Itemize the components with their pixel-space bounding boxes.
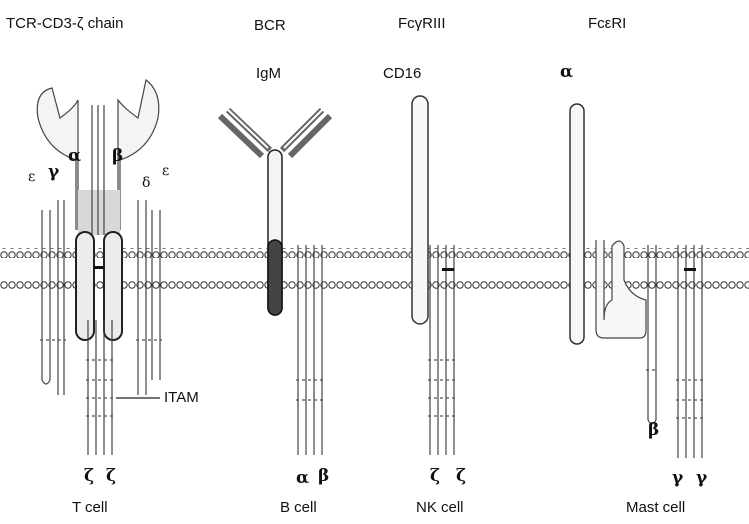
header-bcr: BCR [254, 18, 286, 33]
label-b-beta: β [318, 468, 329, 485]
label-itam: ITAM [164, 390, 199, 405]
tcr-beta-transmembrane [104, 232, 122, 340]
label-fce-beta: β [648, 422, 659, 439]
label-cd16: CD16 [383, 66, 421, 81]
label-mast-gamma-1: γ [672, 470, 683, 487]
igm-transmembrane [268, 240, 282, 315]
label-tcr-epsilon-right: ε [162, 164, 169, 178]
label-b-cell: B cell [280, 500, 317, 515]
tcr-cd3-complex [37, 80, 162, 455]
header-fceri: FcεRI [588, 16, 626, 31]
tcr-alpha-transmembrane [76, 232, 94, 340]
label-nk-zeta-1: ζ [430, 468, 440, 485]
label-tcr-gamma: γ [48, 164, 59, 181]
header-tcr: TCR-CD3-ζ chain [6, 16, 123, 31]
label-t-zeta-2: ζ [106, 468, 116, 485]
tcr-charge-mark [94, 266, 104, 269]
label-b-alpha: α [296, 470, 309, 487]
label-igm: IgM [256, 66, 281, 81]
label-nk-zeta-2: ζ [456, 468, 466, 485]
label-tcr-beta: β [112, 148, 123, 165]
igm-right-arm [282, 110, 330, 156]
igm-left-arm [220, 110, 270, 156]
fce-alpha-chain [570, 104, 584, 344]
label-mast-gamma-2: γ [696, 470, 707, 487]
label-t-cell: T cell [72, 500, 108, 515]
fcgammariii-complex [412, 96, 456, 455]
label-t-zeta-1: ζ [84, 468, 94, 485]
label-nk-cell: NK cell [416, 500, 464, 515]
tcr-shaded-core [78, 190, 120, 235]
nk-charge-mark [442, 268, 454, 271]
header-fcgriii: FcγRIII [398, 16, 446, 31]
label-tcr-alpha: α [68, 148, 81, 165]
mast-charge-mark [684, 268, 696, 271]
cd16-chain [412, 96, 428, 324]
label-mast-cell: Mast cell [626, 500, 685, 515]
label-tcr-epsilon-left: ε [28, 170, 35, 184]
label-fce-alpha: α [560, 64, 573, 81]
label-tcr-delta: δ [142, 176, 150, 190]
